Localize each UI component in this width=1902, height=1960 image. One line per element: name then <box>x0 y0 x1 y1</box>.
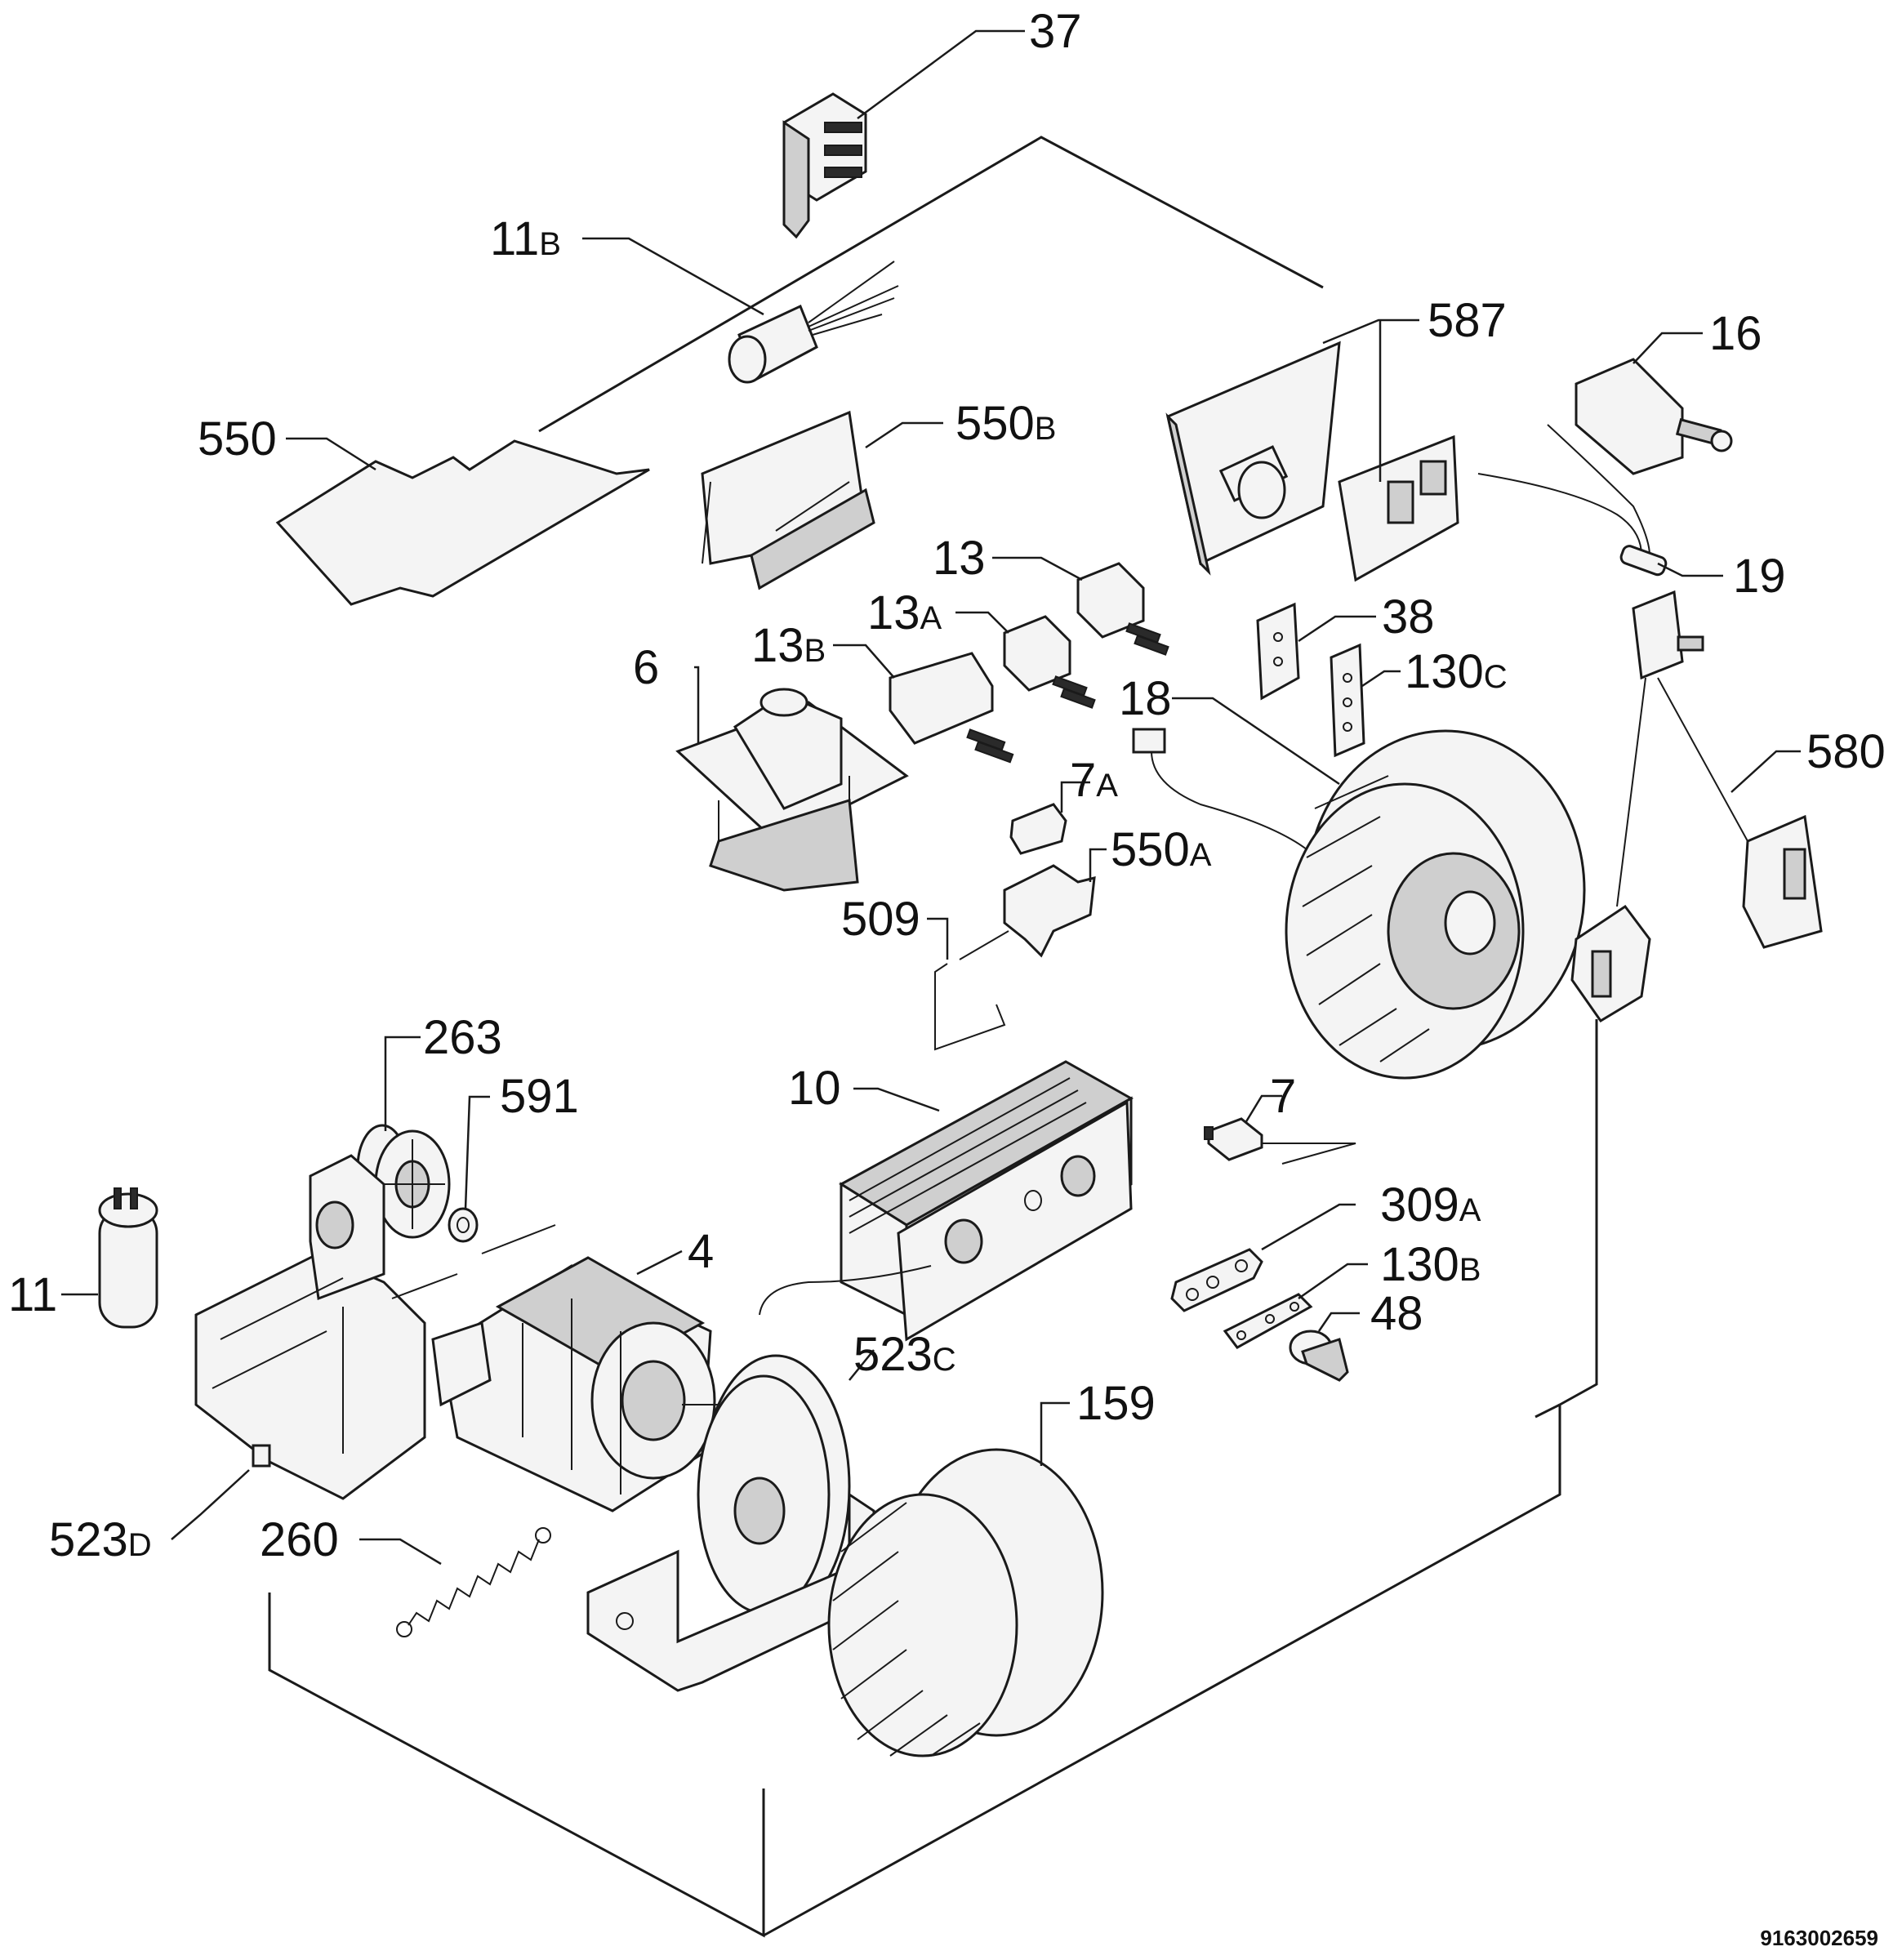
part-18-fan-wheel <box>1285 729 1586 1080</box>
callout-159: 159 <box>1076 1377 1156 1430</box>
callout-37: 37 <box>1029 5 1082 58</box>
part-18-cable <box>1132 728 1307 850</box>
part-309a-bracket <box>1170 1248 1263 1312</box>
part-38-bracket <box>1256 602 1300 701</box>
part-550b-shield <box>701 410 875 590</box>
part-13-connector <box>1076 562 1169 656</box>
callout-10: 10 <box>788 1062 841 1115</box>
callout-309a: 309A <box>1380 1178 1481 1232</box>
callout-580: 580 <box>1806 725 1886 778</box>
callout-130c: 130C <box>1405 645 1508 698</box>
part-13a-connector <box>1003 615 1096 709</box>
callout-19: 19 <box>1733 550 1786 603</box>
part-4-motor <box>391 1224 731 1512</box>
housing-outline <box>268 136 1598 1938</box>
callout-260: 260 <box>260 1513 339 1566</box>
callout-523c: 523C <box>853 1328 956 1381</box>
callout-11b: 11B <box>490 212 561 265</box>
part-13b-connector <box>889 652 1014 764</box>
callout-263: 263 <box>423 1011 502 1064</box>
callout-38: 38 <box>1382 590 1435 644</box>
part-587-control-module <box>1165 341 1459 582</box>
callout-550: 550 <box>198 412 277 466</box>
part-11b-capacitor <box>728 261 899 384</box>
part-11-capacitor <box>98 1187 158 1329</box>
callout-labels: 37 11B 550 550B 587 16 19 13 13A 13B 38 … <box>8 5 1886 1566</box>
callout-550b: 550B <box>955 397 1056 450</box>
callout-509: 509 <box>841 893 920 946</box>
callout-16: 16 <box>1709 307 1762 360</box>
part-19-sensor <box>1477 424 1668 577</box>
part-263-pulley <box>356 1124 451 1239</box>
part-6-pump-assembly <box>675 688 909 892</box>
callout-6: 6 <box>633 641 659 694</box>
part-260-spring <box>396 1527 551 1637</box>
part-550-sheet <box>275 439 650 606</box>
callout-11: 11 <box>8 1268 57 1321</box>
document-number: 9163002659 <box>1760 1926 1878 1950</box>
callout-13: 13 <box>933 532 986 585</box>
part-130c-strip <box>1330 643 1365 758</box>
callout-550a: 550A <box>1111 823 1212 876</box>
part-16-switch <box>1575 358 1733 475</box>
part-37-connector <box>782 92 867 239</box>
leader-lines <box>61 29 1801 1566</box>
callout-7: 7 <box>1270 1070 1296 1123</box>
part-10-heater <box>759 1060 1134 1342</box>
callout-130b: 130B <box>1380 1238 1481 1291</box>
callout-587: 587 <box>1428 294 1507 347</box>
part-591-washer <box>448 1207 479 1243</box>
callout-48: 48 <box>1370 1287 1423 1340</box>
part-7a-switch <box>1009 803 1067 855</box>
part-580-switch <box>1570 590 1823 1023</box>
part-48-thermostat <box>1289 1330 1349 1382</box>
callout-13a: 13A <box>867 586 942 639</box>
callout-4: 4 <box>688 1225 714 1278</box>
part-159-fan-wheel <box>827 1448 1104 1757</box>
part-550a-clip <box>1003 864 1096 958</box>
part-523d-base <box>194 1154 426 1500</box>
callout-523d: 523D <box>49 1513 152 1566</box>
part-130b-strip <box>1223 1293 1313 1349</box>
callout-13b: 13B <box>751 619 826 672</box>
callout-7a: 7A <box>1070 754 1118 807</box>
part-7-switch <box>1204 1117 1356 1165</box>
part-509-wire <box>934 930 1009 1051</box>
part-523c-drum-pulley <box>586 1354 875 1692</box>
callout-18: 18 <box>1119 672 1172 725</box>
callout-591: 591 <box>500 1070 579 1123</box>
